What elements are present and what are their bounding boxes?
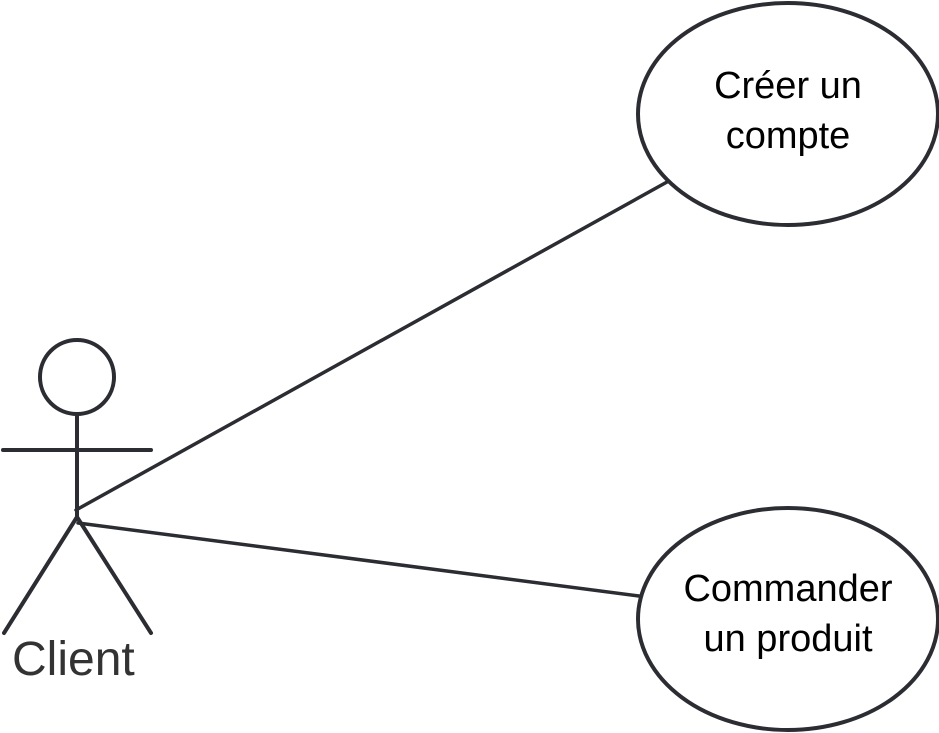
actor-left-leg <box>2 515 79 635</box>
use-case-order-product-line2: un produit <box>703 618 873 660</box>
actor-right-leg <box>75 515 153 635</box>
use-case-create-account-line1: Créer un <box>714 65 862 107</box>
actor-stick-figure <box>1 338 153 635</box>
use-case-order-product: Commander un produit <box>658 564 918 664</box>
association-line-create-account <box>74 180 669 512</box>
actor-head <box>38 338 116 416</box>
use-case-ellipse-order-product <box>636 506 939 732</box>
actor-name: Client <box>12 633 135 686</box>
use-case-create-account: Créer un compte <box>658 61 918 161</box>
association-line-order-product <box>76 521 641 598</box>
use-case-ellipse-create-account <box>636 1 939 227</box>
use-case-create-account-line2: compte <box>725 115 851 157</box>
use-case-order-product-line1: Commander <box>683 568 893 610</box>
